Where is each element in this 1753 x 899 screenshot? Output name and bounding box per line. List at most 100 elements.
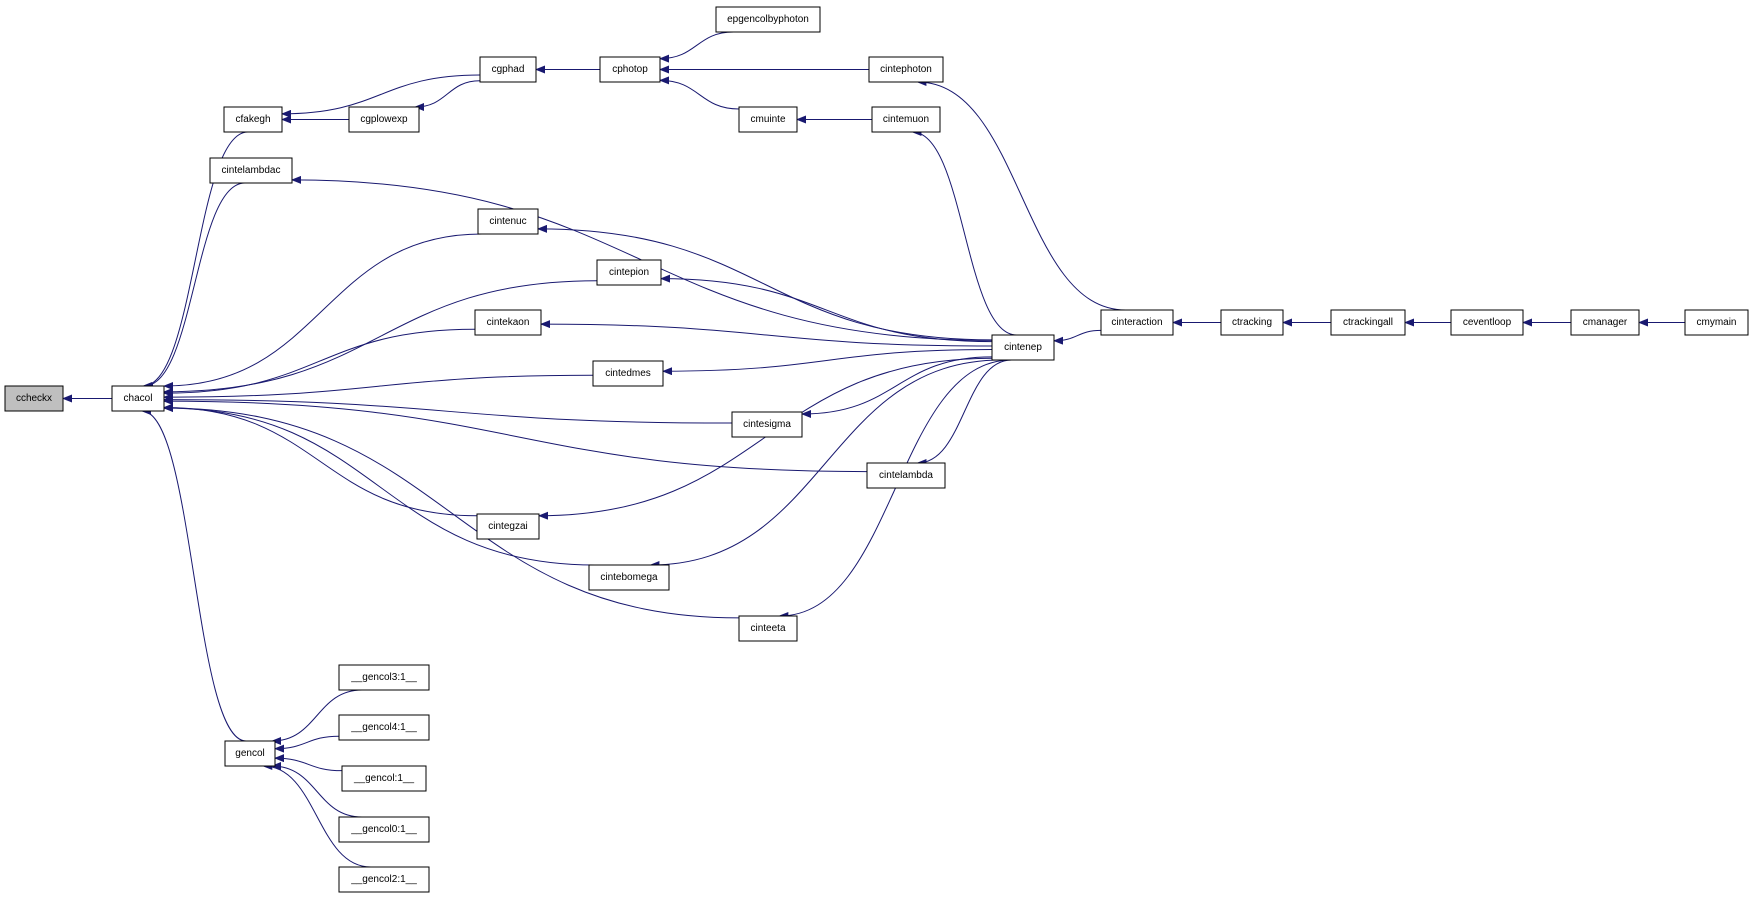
node-cinteeta[interactable]: cinteeta bbox=[738, 615, 798, 642]
node-cintedmes[interactable]: cintedmes bbox=[592, 360, 664, 387]
edge-cinteeta-to-chacol bbox=[163, 403, 740, 619]
node-ceventloop[interactable]: ceventloop bbox=[1450, 309, 1524, 336]
node-label-gencol0: __gencol0:1__ bbox=[350, 824, 417, 835]
node-cintesigma[interactable]: cintesigma bbox=[731, 411, 803, 438]
node-box-cintepion bbox=[596, 259, 662, 286]
node-cintenuc[interactable]: cintenuc bbox=[477, 208, 539, 235]
node-cintegzai[interactable]: cintegzai bbox=[476, 513, 540, 540]
edge-gencol_1-to-gencol bbox=[274, 754, 343, 772]
node-label-cintenep: cintenep bbox=[1004, 342, 1042, 353]
node-box-cfakegh bbox=[223, 106, 283, 133]
edge-cintekaon-to-chacol bbox=[163, 328, 476, 398]
edge-gencol4-to-gencol bbox=[274, 735, 340, 753]
node-box-epgencolbyphoton bbox=[715, 6, 821, 33]
node-cintepion[interactable]: cintepion bbox=[596, 259, 662, 286]
node-box-gencol3 bbox=[338, 664, 430, 691]
node-label-cintephoton: cintephoton bbox=[880, 64, 932, 75]
node-label-cfakegh: cfakegh bbox=[235, 114, 270, 125]
node-ctrackingall[interactable]: ctrackingall bbox=[1330, 309, 1406, 336]
node-label-gencol: gencol bbox=[235, 748, 264, 759]
node-box-cmuinte bbox=[738, 106, 798, 133]
node-box-cgplowexp bbox=[348, 106, 420, 133]
node-box-cinteraction bbox=[1100, 309, 1174, 336]
node-box-cintedmes bbox=[592, 360, 664, 387]
edge-cintedmes-to-chacol bbox=[163, 374, 594, 402]
node-label-cintenuc: cintenuc bbox=[489, 216, 526, 227]
node-box-cintegzai bbox=[476, 513, 540, 540]
node-ctracking[interactable]: ctracking bbox=[1220, 309, 1284, 336]
node-label-cintekaon: cintekaon bbox=[487, 317, 530, 328]
node-cmanager[interactable]: cmanager bbox=[1570, 309, 1640, 336]
node-ccheckx[interactable]: ccheckx bbox=[4, 385, 64, 412]
node-box-ceventloop bbox=[1450, 309, 1524, 336]
node-gencol0[interactable]: __gencol0:1__ bbox=[338, 816, 430, 843]
node-label-chacol: chacol bbox=[124, 393, 153, 404]
node-cinteraction[interactable]: cinteraction bbox=[1100, 309, 1174, 336]
edge-epgencolbyphoton-to-cphotop bbox=[659, 31, 734, 63]
node-box-cgphad bbox=[479, 56, 537, 83]
edge-cintegzai-to-chacol bbox=[163, 403, 478, 517]
node-box-gencol4 bbox=[338, 714, 430, 741]
node-gencol2[interactable]: __gencol2:1__ bbox=[338, 866, 430, 893]
node-cintelambda[interactable]: cintelambda bbox=[866, 462, 946, 489]
node-label-gencol4: __gencol4:1__ bbox=[350, 722, 417, 733]
node-cintemuon[interactable]: cintemuon bbox=[871, 106, 941, 133]
nodes-layer: ccheckx chacol cfakegh cintelambdac cintenuc… bbox=[4, 6, 1749, 893]
node-cmymain[interactable]: cmymain bbox=[1684, 309, 1749, 336]
node-cgplowexp[interactable]: cgplowexp bbox=[348, 106, 420, 133]
node-cgphad[interactable]: cgphad bbox=[479, 56, 537, 83]
node-box-gencol_1 bbox=[341, 765, 427, 792]
node-label-cgplowexp: cgplowexp bbox=[360, 114, 408, 125]
node-label-cmymain: cmymain bbox=[1696, 317, 1736, 328]
node-box-cintelambda bbox=[866, 462, 946, 489]
edge-cmuinte-to-cphotop bbox=[659, 76, 740, 110]
node-cintenep[interactable]: cintenep bbox=[991, 334, 1055, 361]
node-box-cintephoton bbox=[868, 56, 944, 83]
node-chacol[interactable]: chacol bbox=[111, 385, 165, 412]
node-label-ctrackingall: ctrackingall bbox=[1343, 317, 1393, 328]
node-label-cintegzai: cintegzai bbox=[488, 521, 527, 532]
node-cintekaon[interactable]: cintekaon bbox=[474, 309, 542, 336]
node-box-cintenep bbox=[991, 334, 1055, 361]
edge-gencol0-to-gencol bbox=[271, 762, 362, 818]
node-label-cmanager: cmanager bbox=[1583, 317, 1628, 328]
edge-cintenep-to-cintelambda bbox=[916, 359, 1012, 467]
edge-gencol2-to-gencol bbox=[262, 762, 371, 868]
node-label-epgencolbyphoton: epgencolbyphoton bbox=[727, 14, 809, 25]
edge-cintelambdac-to-chacol bbox=[143, 182, 245, 390]
edge-gencol-to-chacol bbox=[140, 407, 247, 742]
node-gencol3[interactable]: __gencol3:1__ bbox=[338, 664, 430, 691]
node-cmuinte[interactable]: cmuinte bbox=[738, 106, 798, 133]
node-label-gencol_1: __gencol:1__ bbox=[353, 773, 414, 784]
node-box-cintesigma bbox=[731, 411, 803, 438]
edge-cinteraction-to-cintenep bbox=[1053, 329, 1102, 345]
node-label-cintebomega: cintebomega bbox=[600, 572, 658, 583]
node-cintelambdac[interactable]: cintelambdac bbox=[209, 157, 293, 184]
node-cintebomega[interactable]: cintebomega bbox=[588, 564, 670, 591]
node-box-ctrackingall bbox=[1330, 309, 1406, 336]
node-box-ccheckx bbox=[4, 385, 64, 412]
edge-cintenep-to-cintesigma bbox=[801, 356, 993, 418]
edge-cintenep-to-cintemuon bbox=[911, 128, 1017, 336]
node-cintephoton[interactable]: cintephoton bbox=[868, 56, 944, 83]
node-box-chacol bbox=[111, 385, 165, 412]
node-gencol_1[interactable]: __gencol:1__ bbox=[341, 765, 427, 792]
node-label-cintelambda: cintelambda bbox=[879, 470, 933, 481]
node-gencol4[interactable]: __gencol4:1__ bbox=[338, 714, 430, 741]
node-cphotop[interactable]: cphotop bbox=[599, 56, 661, 83]
node-label-cintemuon: cintemuon bbox=[883, 114, 929, 125]
node-box-cintebomega bbox=[588, 564, 670, 591]
node-cfakegh[interactable]: cfakegh bbox=[223, 106, 283, 133]
node-box-gencol2 bbox=[338, 866, 430, 893]
node-label-cintedmes: cintedmes bbox=[605, 368, 651, 379]
edge-cgphad-to-cfakegh bbox=[281, 74, 481, 118]
node-gencol[interactable]: gencol bbox=[224, 740, 276, 767]
node-label-cmuinte: cmuinte bbox=[750, 114, 785, 125]
node-epgencolbyphoton[interactable]: epgencolbyphoton bbox=[715, 6, 821, 33]
node-label-ctracking: ctracking bbox=[1232, 317, 1272, 328]
node-box-cphotop bbox=[599, 56, 661, 83]
edge-cintenep-to-cintedmes bbox=[662, 349, 993, 376]
edge-cinteraction-to-cintephoton bbox=[916, 78, 1126, 311]
node-label-cinteraction: cinteraction bbox=[1111, 317, 1162, 328]
